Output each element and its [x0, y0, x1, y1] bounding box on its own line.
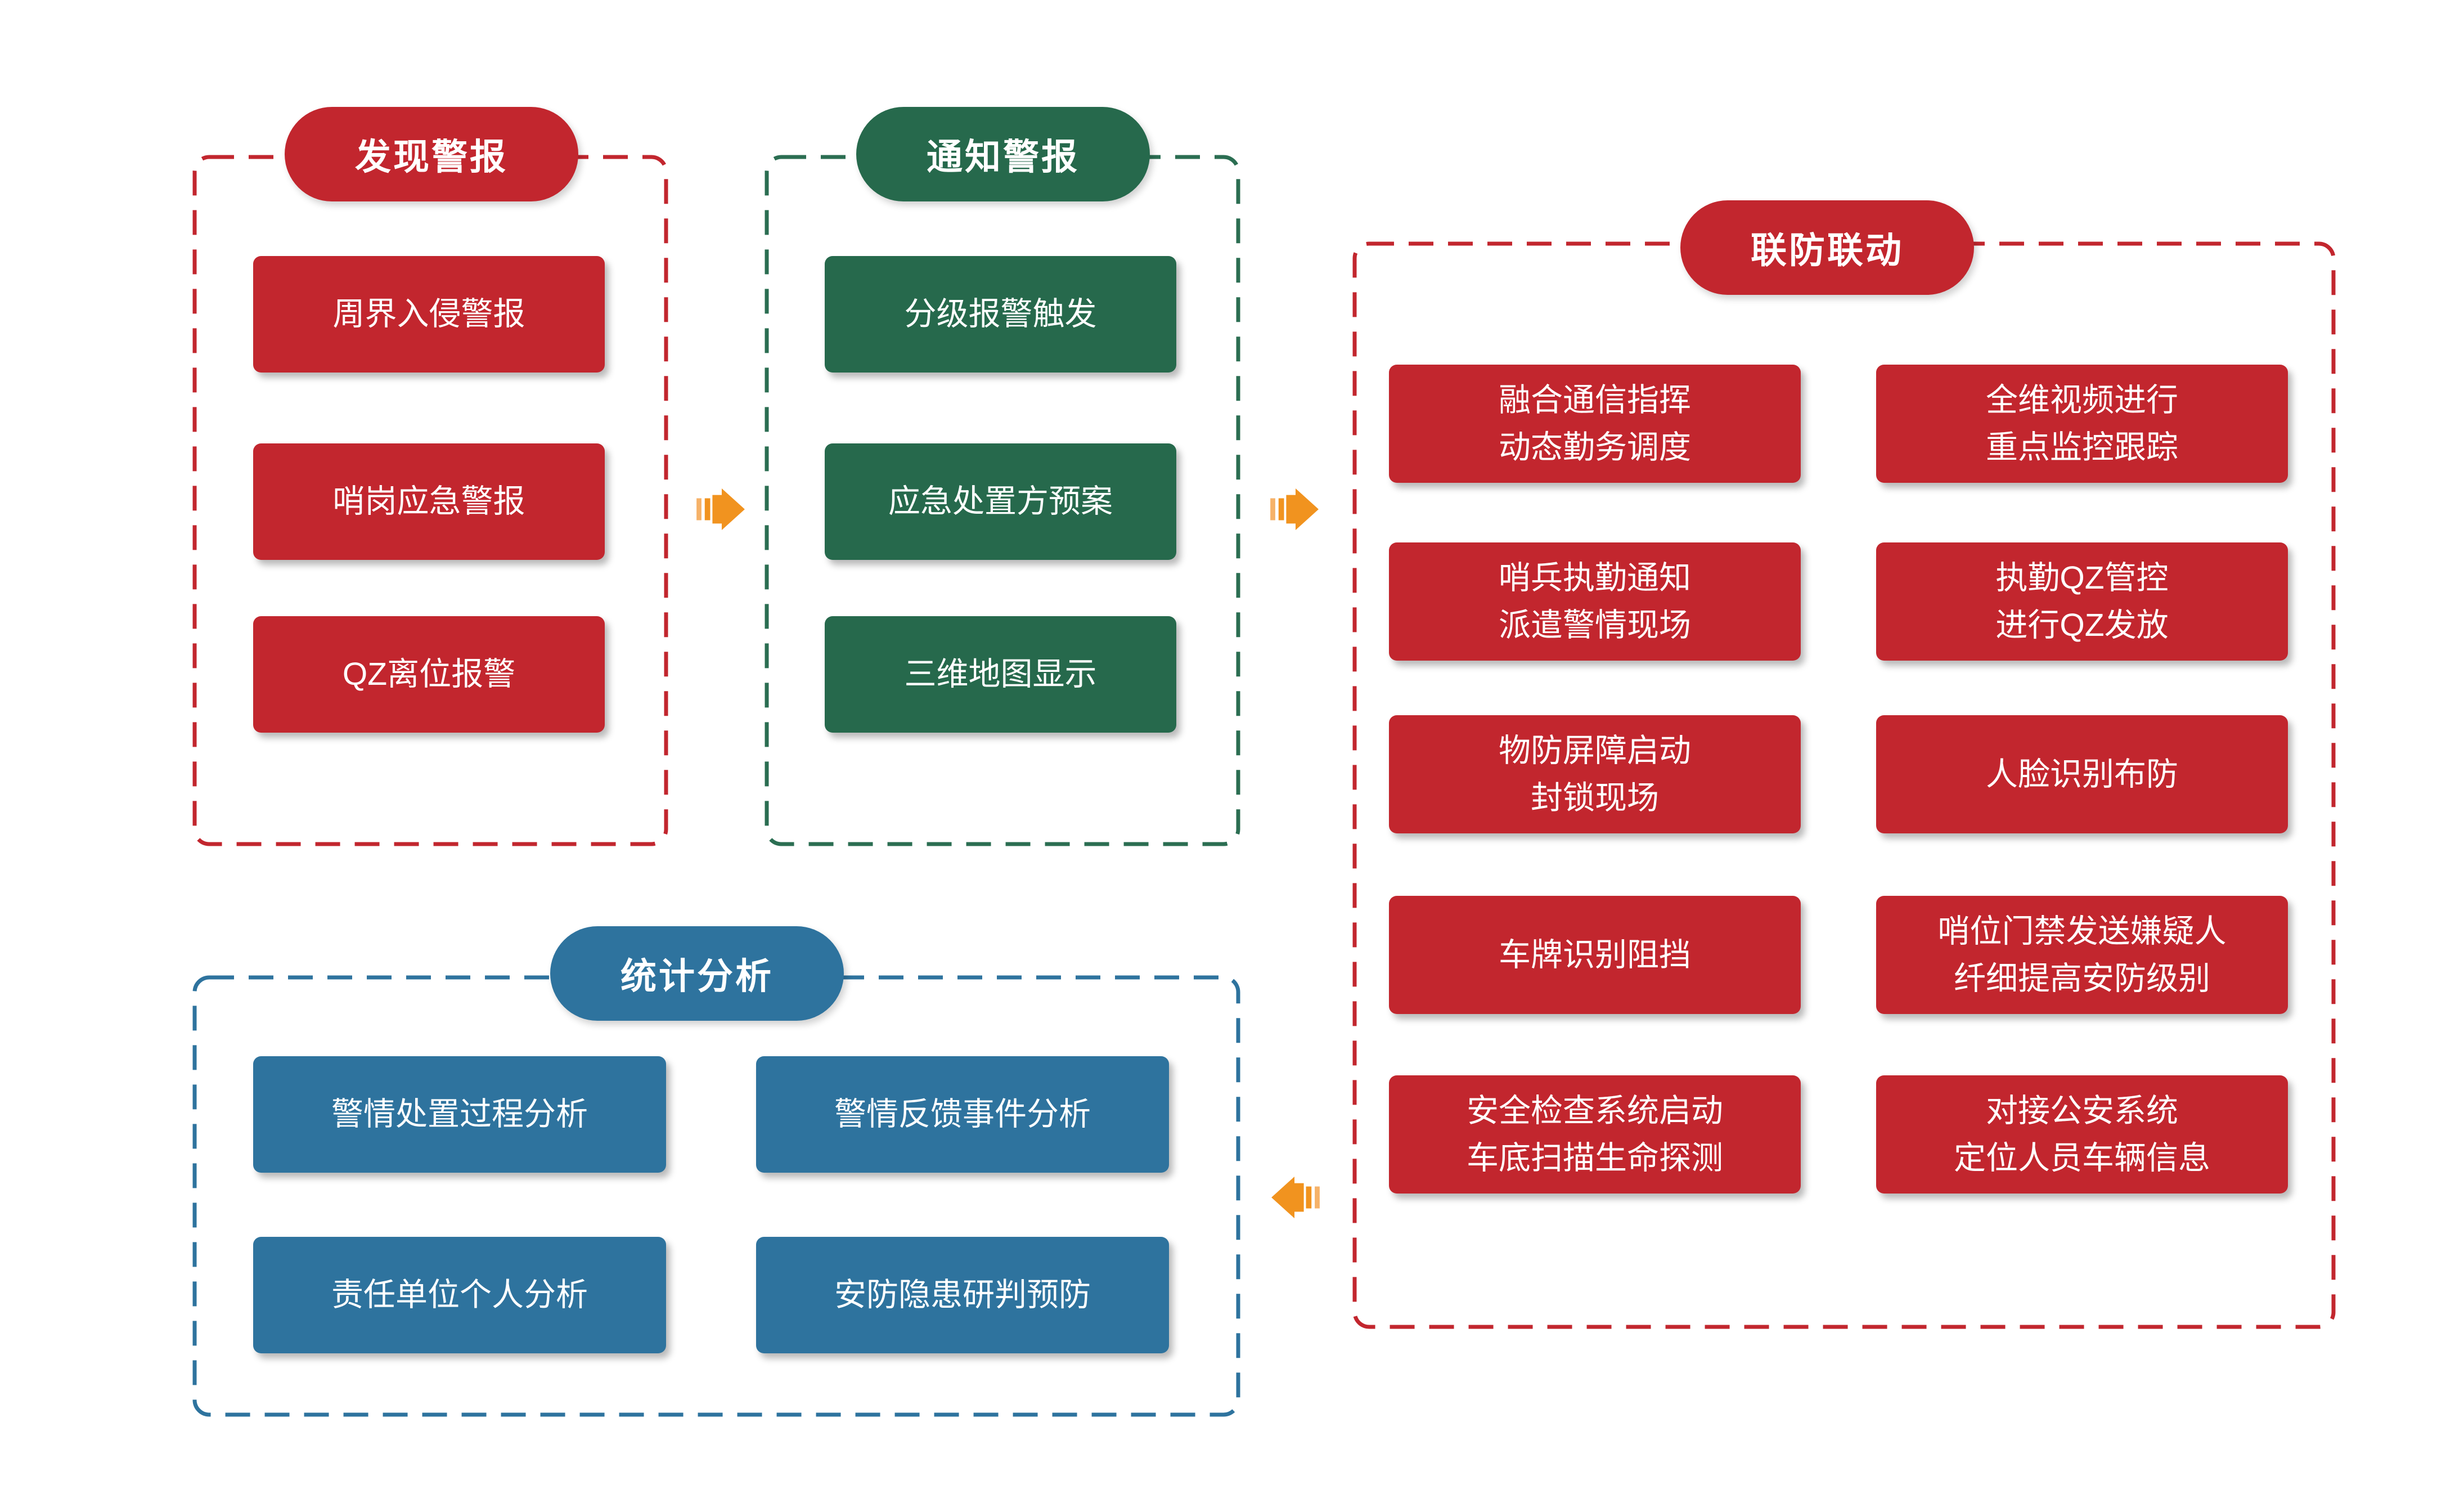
- pill-discover-alarm: 发现警报: [285, 107, 578, 201]
- node-sentry-emergency-alarm: 哨岗应急警报: [253, 443, 605, 560]
- node-perimeter-intrusion-alarm: 周界入侵警报: [253, 256, 605, 373]
- node-security-check-scan: 安全检查系统启动 车底扫描生命探测: [1389, 1075, 1801, 1194]
- node-qz-control-issue: 执勤QZ管控 进行QZ发放: [1876, 542, 2288, 661]
- node-video-key-tracking: 全维视频进行 重点监控跟踪: [1876, 365, 2288, 483]
- node-face-recognition-deploy: 人脸识别布防: [1876, 715, 2288, 833]
- node-emergency-response-plan: 应急处置方预案: [825, 443, 1176, 560]
- node-qz-offsite-alarm: QZ离位报警: [253, 616, 605, 733]
- pill-notify-alarm: 通知警报: [856, 107, 1150, 201]
- pill-notify-alarm-label: 通知警报: [927, 137, 1080, 177]
- pill-joint-defense: 联防联动: [1680, 200, 1974, 295]
- node-responsible-unit-person-analysis: 责任单位个人分析: [253, 1237, 666, 1353]
- pill-discover-alarm-label: 发现警报: [355, 137, 508, 177]
- node-plate-recognition-block: 车牌识别阻挡: [1389, 896, 1801, 1014]
- pill-joint-defense-label: 联防联动: [1751, 230, 1904, 271]
- node-alarm-feedback-event-analysis: 警情反馈事件分析: [756, 1056, 1169, 1173]
- node-tiered-alarm-trigger: 分级报警触发: [825, 256, 1176, 373]
- node-comm-command-dispatch: 融合通信指挥 动态勤务调度: [1389, 365, 1801, 483]
- pill-statistical-analysis: 统计分析: [550, 926, 844, 1021]
- arrow-left-icon: [1271, 1176, 1320, 1219]
- group-statistics-border: [192, 975, 1240, 1417]
- arrow-right-icon: [1270, 488, 1319, 531]
- node-access-suspect-alert: 哨位门禁发送嫌疑人 纤细提高安防级别: [1876, 896, 2288, 1014]
- pill-statistical-analysis-label: 统计分析: [621, 956, 774, 997]
- node-police-system-link: 对接公安系统 定位人员车辆信息: [1876, 1075, 2288, 1194]
- arrow-right-icon: [696, 488, 745, 531]
- node-hidden-danger-prediction: 安防隐患研判预防: [756, 1237, 1169, 1353]
- node-sentry-duty-notify: 哨兵执勤通知 派遣警情现场: [1389, 542, 1801, 661]
- node-3d-map-display: 三维地图显示: [825, 616, 1176, 733]
- node-alarm-handling-process-analysis: 警情处置过程分析: [253, 1056, 666, 1173]
- node-physical-barrier-lockdown: 物防屏障启动 封锁现场: [1389, 715, 1801, 833]
